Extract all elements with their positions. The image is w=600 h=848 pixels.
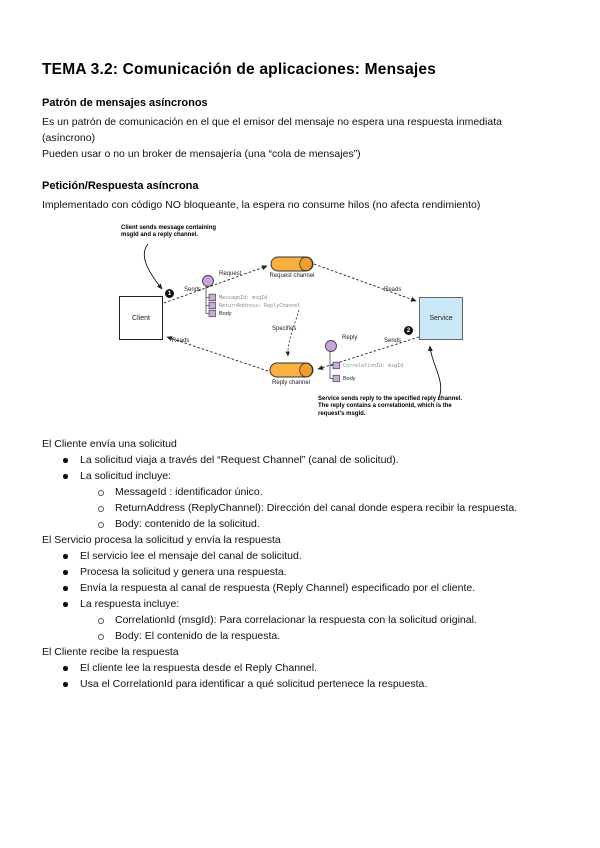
- service-node: Service: [419, 297, 463, 340]
- list-item: Body: contenido de la solicitud.: [42, 516, 558, 532]
- top-note: Client sends message containing msgId an…: [121, 225, 217, 239]
- step-1-number: 1: [167, 290, 172, 297]
- request-message-shape: [202, 275, 216, 318]
- step-2-number: 2: [406, 327, 411, 334]
- request-field-body: Body: [219, 310, 232, 317]
- request-channel-shape: [270, 256, 314, 272]
- list-item: CorrelationId (msgId): Para correlaciona…: [42, 612, 558, 628]
- page-title: TEMA 3.2: Comunicación de aplicaciones: …: [42, 61, 437, 78]
- list-item: El Servicio procesa la solicitud y envía…: [42, 534, 281, 546]
- specifies-label: Specifies: [272, 326, 297, 332]
- reply-channel-shape: [269, 362, 314, 378]
- list-item: El servicio lee el mensaje del canal de …: [42, 548, 558, 564]
- list-item: El Cliente envía una solicitud: [42, 438, 177, 450]
- list-item: Body: El contenido de la respuesta.: [42, 628, 558, 644]
- top-note-arrow: [143, 243, 163, 290]
- list-item: MessageId : identificador único.: [42, 484, 558, 500]
- list-item: La respuesta incluye:: [42, 596, 558, 612]
- list-item: La solicitud incluye:: [42, 468, 558, 484]
- bottom-note-arrow: [427, 345, 442, 401]
- arrow-client-sends: [163, 265, 268, 304]
- paragraph-async-pattern-2: Pueden usar o no un broker de mensajería…: [42, 148, 361, 160]
- list-item: El Cliente recibe la respuesta: [42, 646, 179, 658]
- paragraph-request-reply-1: Implementado con código NO bloqueante, l…: [42, 199, 481, 211]
- bottom-note: Service sends reply to the specified rep…: [318, 396, 463, 417]
- service-label: Service: [429, 315, 453, 322]
- explanation-list: El Cliente envía una solicitud La solicit…: [42, 436, 558, 692]
- reply-field-body: Body: [343, 375, 356, 382]
- request-reply-diagram: Client sends message containing msgId an…: [0, 222, 600, 438]
- list-item: Usa el CorrelationId para identificar a …: [42, 676, 558, 692]
- client-node: Client: [119, 296, 163, 340]
- section-heading-async-pattern: Patrón de mensajes asíncronos: [42, 97, 208, 109]
- list-item: El cliente lee la respuesta desde el Rep…: [42, 660, 558, 676]
- list-item: ReturnAddress (ReplyChannel): Dirección …: [42, 500, 558, 516]
- reply-message-shape: [325, 340, 340, 383]
- request-field-messageid: MessageId: msgId: [219, 294, 268, 301]
- request-field-returnaddress: ReturnAddress: ReplyChannel: [219, 302, 301, 309]
- reply-field-correlationid: CorrelationId: msgId: [343, 362, 404, 369]
- diagram-graphics: [143, 243, 442, 401]
- paragraph-async-pattern-1: Es un patrón de comunicación en el que e…: [42, 116, 502, 144]
- step-2-badge: 2: [404, 326, 413, 335]
- step-1-badge: 1: [165, 289, 174, 298]
- sends-label-top: Sends: [184, 287, 202, 293]
- list-item: Procesa la solicitud y genera una respue…: [42, 564, 558, 580]
- sends-label-bottom: Sends: [384, 338, 402, 344]
- reply-channel-label: Reply channel: [271, 380, 311, 386]
- list-item: La solicitud viaja a través del “Request…: [42, 452, 558, 468]
- reads-label-top: Reads: [384, 287, 402, 293]
- reads-label-bottom: Reads: [172, 338, 190, 344]
- client-label: Client: [132, 314, 150, 322]
- arrow-service-reads: [313, 263, 417, 302]
- list-item: Envía la respuesta al canal de respuesta…: [42, 580, 558, 596]
- request-message-label: Request: [219, 271, 242, 277]
- request-channel-label: Request channel: [269, 273, 315, 279]
- arrow-specifies: [285, 309, 300, 357]
- reply-message-label: Reply: [342, 335, 358, 341]
- section-heading-request-reply: Petición/Respuesta asíncrona: [42, 180, 199, 192]
